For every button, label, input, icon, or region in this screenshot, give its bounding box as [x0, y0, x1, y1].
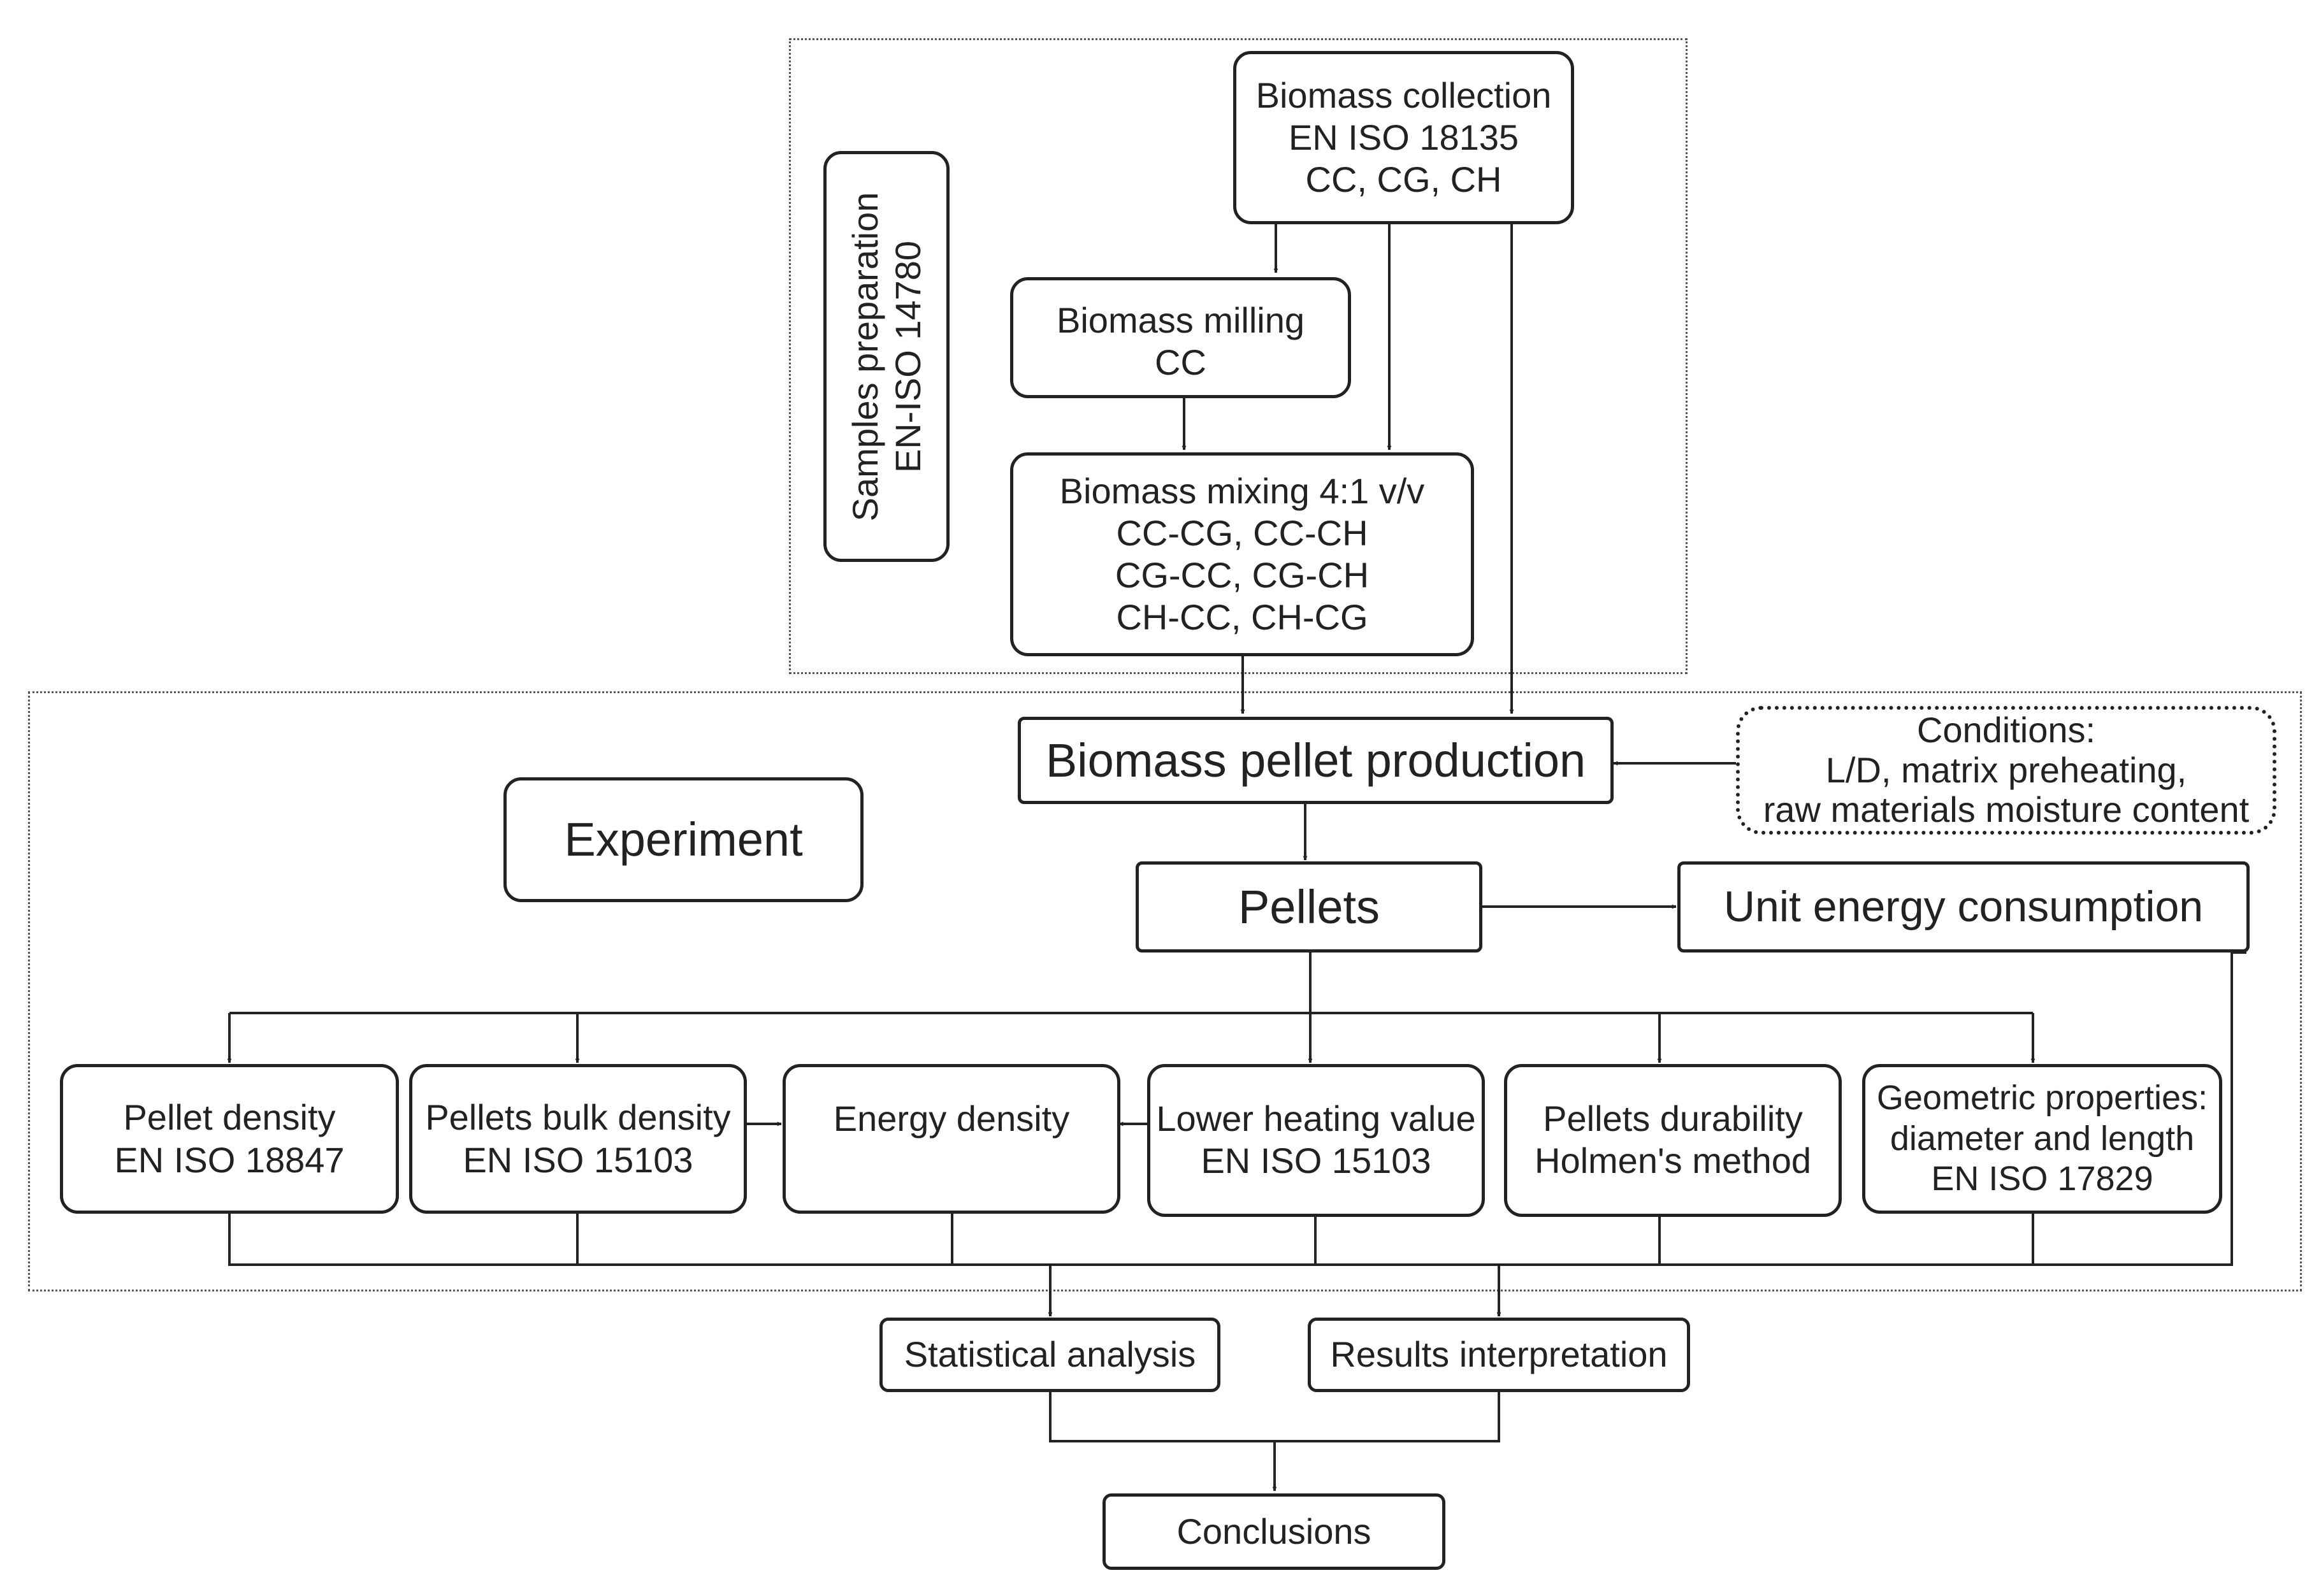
experiment-label: Experiment	[503, 777, 864, 902]
biomass-mixing-node: Biomass mixing 4:1 v/v CC-CG, CC-CH CG-C…	[1010, 452, 1474, 656]
energy-density-node: Energy density	[783, 1064, 1120, 1214]
unit-energy-node: Unit energy consumption	[1677, 861, 2250, 953]
bulk-density-node: Pellets bulk density EN ISO 15103	[409, 1064, 747, 1214]
results-interpretation-node: Results interpretation	[1308, 1318, 1690, 1392]
biomass-collection-node: Biomass collection EN ISO 18135 CC, CG, …	[1233, 51, 1574, 224]
conditions-node: Conditions: L/D, matrix preheating, raw …	[1736, 706, 2276, 835]
statistical-analysis-node: Statistical analysis	[879, 1318, 1220, 1392]
pellet-production-node: Biomass pellet production	[1018, 717, 1614, 804]
geometric-properties-node: Geometric properties: diameter and lengt…	[1862, 1064, 2222, 1214]
experiment-frame	[28, 691, 2302, 1291]
samples-preparation-frame	[789, 38, 1688, 674]
biomass-milling-node: Biomass milling CC	[1010, 277, 1351, 398]
samples-preparation-label: Samples preparation EN-ISO 14780	[823, 151, 950, 562]
lower-heating-value-node: Lower heating value EN ISO 15103	[1147, 1064, 1485, 1217]
conclusions-node: Conclusions	[1103, 1493, 1445, 1570]
pellet-density-node: Pellet density EN ISO 18847	[60, 1064, 399, 1214]
samples-preparation-title: Samples preparation	[844, 192, 885, 521]
pellets-durability-node: Pellets durability Holmen's method	[1504, 1064, 1842, 1217]
samples-preparation-standard: EN-ISO 14780	[888, 240, 928, 473]
pellets-node: Pellets	[1136, 861, 1482, 953]
